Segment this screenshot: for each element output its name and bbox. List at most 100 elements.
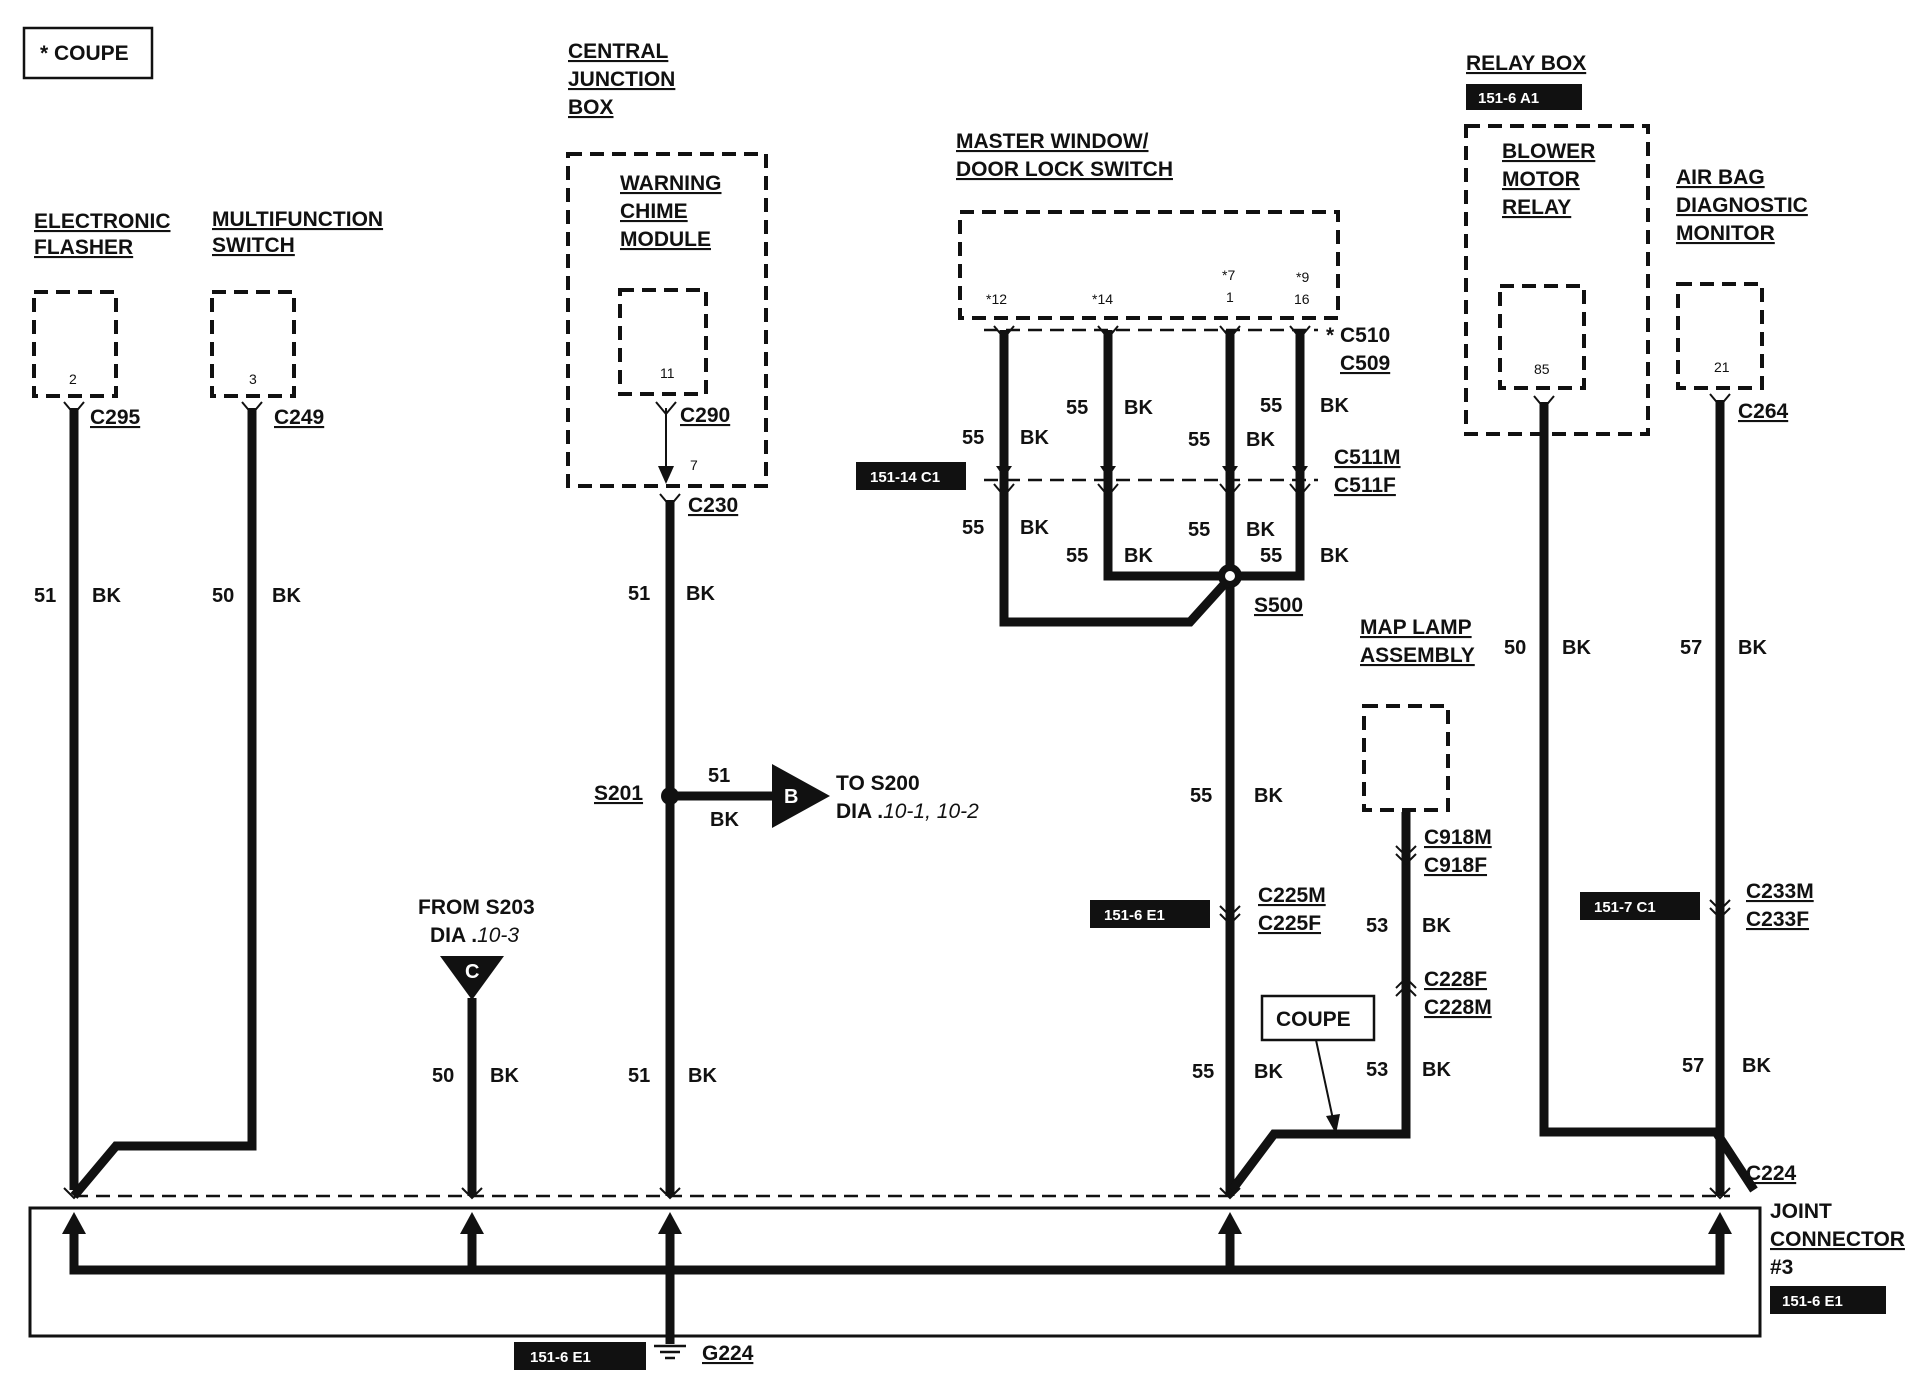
warning-chime-module-box	[618, 288, 708, 396]
off-page-marker-b-letter: B	[784, 786, 798, 808]
map-lamp-label-2: ASSEMBLY	[1360, 644, 1475, 667]
blower-relay-pin: 85	[1534, 361, 1550, 377]
c233m-label: C233M	[1746, 880, 1814, 903]
wire-51-chime-lower-color: BK	[688, 1065, 717, 1087]
joint-connector-box	[28, 1206, 1762, 1338]
blower-relay-label-1: BLOWER	[1502, 140, 1595, 163]
c230-label: C230	[688, 494, 738, 517]
warning-chime-label-3: MODULE	[620, 228, 711, 251]
joint-connector-label-1: JOINT	[1770, 1200, 1832, 1223]
air-bag-pin: 21	[1714, 359, 1730, 375]
relay-box-ref-bg	[1466, 84, 1582, 110]
wire-55-pin16-lower-color: BK	[1320, 545, 1349, 567]
coupe-callout-text: COUPE	[1276, 1008, 1351, 1031]
electronic-flasher-label-2: FLASHER	[34, 236, 133, 259]
multifunction-switch-box	[210, 290, 296, 398]
wire-51-chime-lower-num: 51	[628, 1065, 650, 1087]
air-bag-box	[1676, 282, 1764, 390]
wire-51-chime-num: 51	[628, 583, 650, 605]
multifunction-switch-label-1: MULTIFUNCTION	[212, 208, 383, 231]
map-lamp-box	[1362, 704, 1450, 812]
wire-50-s203-num: 50	[432, 1065, 454, 1087]
wire-55-pin1-color: BK	[1246, 429, 1275, 451]
joint-connector-label-3: #3	[1770, 1256, 1793, 1279]
master-window-switch-box	[958, 210, 1340, 320]
joint-connector-label-2: CONNECTOR	[1770, 1228, 1905, 1251]
wire-53-lower-num: 53	[1366, 1059, 1388, 1081]
wire-50-blower-color: BK	[1562, 637, 1591, 659]
c224-connector-marks	[63, 1187, 1731, 1200]
central-junction-box-label-3: BOX	[568, 96, 614, 119]
coupe-callout-leader	[1315, 1039, 1335, 1125]
wire-51-branch-color: BK	[710, 809, 739, 831]
blower-relay-label-3: RELAY	[1502, 196, 1571, 219]
wire-53-map-lamp	[1228, 812, 1411, 1193]
multifunction-switch-label-2: SWITCH	[212, 234, 295, 257]
coupe-callout-arrow	[1326, 1114, 1340, 1134]
wire-55-pin14-lower-num: 55	[1066, 545, 1088, 567]
s201-label: S201	[594, 782, 643, 805]
wire-57-upper-color: BK	[1738, 637, 1767, 659]
master-window-label-1: MASTER WINDOW/	[956, 130, 1149, 153]
wire-55-pin1-lower-num: 55	[1188, 519, 1210, 541]
wire-55-main-num: 55	[1190, 785, 1212, 807]
wire-55-pin16-color: BK	[1320, 395, 1349, 417]
chime-inner-arrow	[658, 466, 674, 484]
coupe-legend-text: * COUPE	[40, 42, 129, 65]
air-bag-label-2: DIAGNOSTIC	[1676, 194, 1808, 217]
c233-ref-bg	[1580, 892, 1700, 920]
c228f-label: C228F	[1424, 968, 1487, 991]
c511-ref-bg	[856, 462, 966, 490]
relay-box-ref: 151-6 A1	[1478, 90, 1539, 107]
wire-55-pin16-lower-num: 55	[1260, 545, 1282, 567]
wire-55-bottom-color: BK	[1254, 1061, 1283, 1083]
wire-53-lower-color: BK	[1422, 1059, 1451, 1081]
c225-ref-bg	[1090, 900, 1210, 928]
c510-label: * C510	[1326, 324, 1390, 347]
c511-ref: 151-14 C1	[870, 469, 940, 486]
wire-57-lower-color: BK	[1742, 1055, 1771, 1077]
c295-connector-mark	[63, 401, 85, 416]
joint-connector-bus	[69, 1228, 1725, 1275]
wire-51-flasher-num: 51	[34, 585, 56, 607]
warning-chime-exit-pin: 7	[690, 457, 698, 473]
wire-55-pin12-color: BK	[1020, 427, 1049, 449]
c511m-label: C511M	[1334, 446, 1401, 469]
master-window-pin-9: *9	[1296, 269, 1309, 285]
c233-connector-mark	[1709, 899, 1731, 920]
c224-label: C224	[1746, 1162, 1797, 1185]
wire-55-pin14-num: 55	[1066, 397, 1088, 419]
c233-ref: 151-7 C1	[1594, 899, 1656, 916]
joint-connector-ref: 151-6 E1	[1782, 1293, 1843, 1310]
c264-connector-mark	[1709, 393, 1731, 408]
c228m-label: C228M	[1424, 996, 1492, 1019]
wire-55-pin12-num: 55	[962, 427, 984, 449]
wire-51-chime-color: BK	[686, 583, 715, 605]
from-s203-dia: DIA .10-3	[430, 924, 519, 947]
c225f-label: C225F	[1258, 912, 1321, 935]
air-bag-label-1: AIR BAG	[1676, 166, 1765, 189]
map-lamp-label-1: MAP LAMP	[1360, 616, 1472, 639]
off-page-marker-c	[440, 956, 504, 1000]
wire-53-upper-color: BK	[1422, 915, 1451, 937]
relay-box	[1464, 124, 1650, 436]
air-bag-label-3: MONITOR	[1676, 222, 1775, 245]
master-window-pin-14: *14	[1092, 291, 1113, 307]
g224-label: G224	[702, 1342, 754, 1365]
c249-connector-mark	[241, 401, 263, 416]
wire-51-flasher-color: BK	[92, 585, 121, 607]
off-page-marker-b	[772, 764, 830, 828]
joint-connector-ref-bg	[1770, 1286, 1886, 1314]
warning-chime-label-1: WARNING	[620, 172, 722, 195]
wire-55-pin1-lower-color: BK	[1246, 519, 1275, 541]
wire-50-blower-num: 50	[1504, 637, 1526, 659]
wire-55-main-color: BK	[1254, 785, 1283, 807]
c918m-label: C918M	[1424, 826, 1492, 849]
s500-splice-center	[1225, 571, 1235, 581]
c225m-label: C225M	[1258, 884, 1326, 907]
electronic-flasher-pin: 2	[69, 371, 77, 387]
blower-relay-label-2: MOTOR	[1502, 168, 1580, 191]
ground-ref-bg	[514, 1342, 646, 1370]
to-s200-label: TO S200	[836, 772, 920, 795]
